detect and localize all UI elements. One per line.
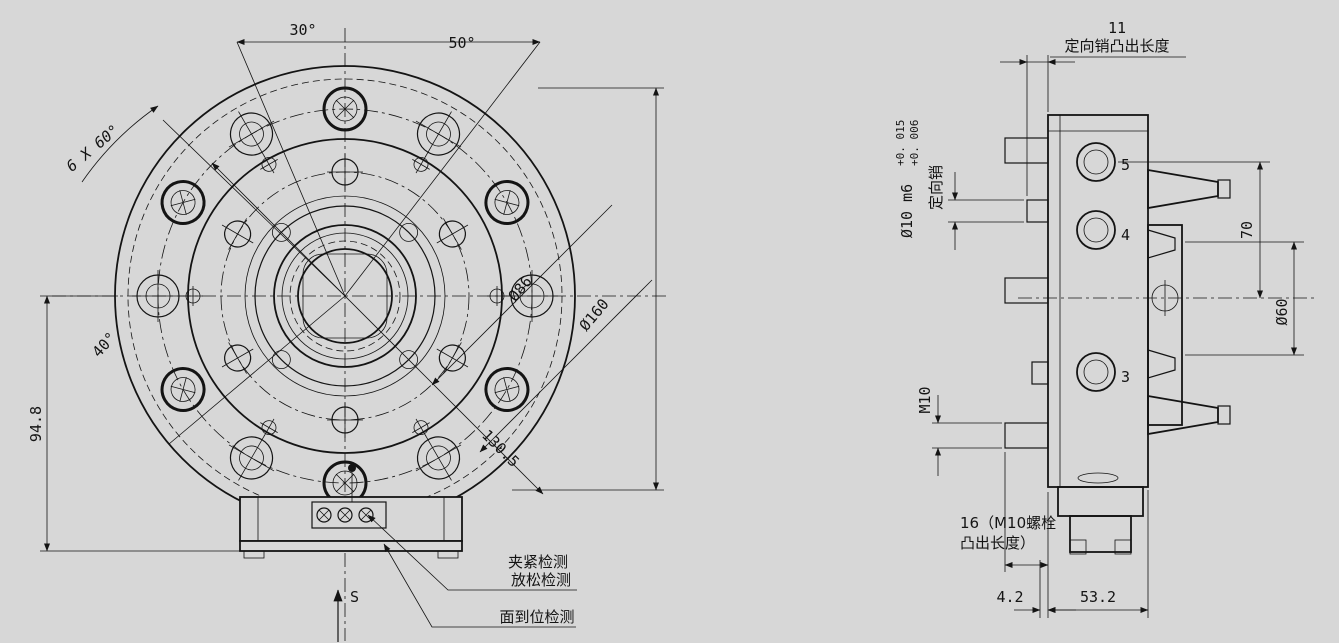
m10-stud-bottom [1004,422,1049,449]
m10-stud-top [1004,137,1049,164]
dim-diameters: Ø86 Ø160 130.5 [211,87,664,495]
base-bracket [239,464,463,559]
dim-4-2-label: 4.2 [996,588,1023,606]
dim-pin-spec: Ø10 m6 +0. 015 +0. 006 定向销 [894,120,1024,250]
dim-angle-40-label: 40° [89,329,121,361]
orientation-pin [1026,199,1049,223]
side-ports: 5 4 3 [1076,142,1130,392]
dim-pin-name-label: 定向销 [927,165,945,210]
small-boss [1031,361,1049,385]
dim-pin-tol-lower: +0. 006 [908,120,921,166]
bottom-clamp-pin [1147,394,1219,436]
dim-53-2: 53.2 [1047,490,1149,618]
left-studs [1004,137,1049,449]
dim-angle-50-label: 50° [448,34,475,52]
datum-s-label: S [350,588,359,606]
dim-bolt-pattern: 6 X 60° [63,105,159,183]
side-view: 5 4 3 11 [894,19,1316,618]
dim-94-8-label: 94.8 [27,406,45,442]
callout-clamp-detect: 夹紧检测 [508,553,568,571]
m10-stud-middle [1004,277,1049,304]
callout-release-detect: 放松检测 [511,571,571,589]
detection-callouts: 夹紧检测 放松检测 面到位检测 [367,514,577,628]
dim-16-label-line1: 16（M10螺栓 [960,514,1056,532]
datum-s: S [333,588,359,642]
port-label-3: 3 [1121,368,1130,386]
dim-pin-tol-upper: +0. 015 [894,120,907,166]
dim-height-94-8: 94.8 [27,295,246,552]
dim-dia-60: Ø60 [1185,241,1304,356]
top-clamp-pin [1147,168,1219,210]
dim-m10: M10 [916,386,1002,476]
port-label-5: 5 [1121,156,1130,174]
side-foot [1057,486,1144,555]
dim-angle-30-label: 30° [289,21,316,39]
dim-bolt-protrusion: 16（M10螺栓 凸出长度） [960,452,1056,618]
dim-dia-160-label: Ø160 [576,295,613,334]
front-view: 30° 50° 6 X 60° 40° 94.8 Ø86 Ø160 130.5 [27,21,668,642]
dim-top-angles: 30° 50° [236,21,541,52]
dim-pin-protrusion-label: 定向销凸出长度 [1064,37,1169,55]
dim-53-2-label: 53.2 [1080,588,1116,606]
dim-dia-60-label: Ø60 [1273,298,1291,325]
dim-70-label: 70 [1238,221,1256,239]
dim-pin-spec-label: Ø10 m6 [898,184,916,238]
face-sensor-dot [348,464,356,472]
dim-70: 70 [1118,161,1270,299]
port-label-4: 4 [1121,226,1130,244]
dim-16-label-line2: 凸出长度） [960,534,1035,552]
dim-pin-protrusion: 11 定向销凸出长度 [1000,19,1186,196]
dim-m10-label: M10 [916,386,934,413]
callout-face-detect: 面到位检测 [499,608,574,626]
bottom-slot [1077,472,1119,484]
right-plate [1147,168,1231,436]
dim-11-label: 11 [1108,19,1126,37]
side-body [1047,114,1149,488]
dim-4-2: 4.2 [996,560,1076,618]
